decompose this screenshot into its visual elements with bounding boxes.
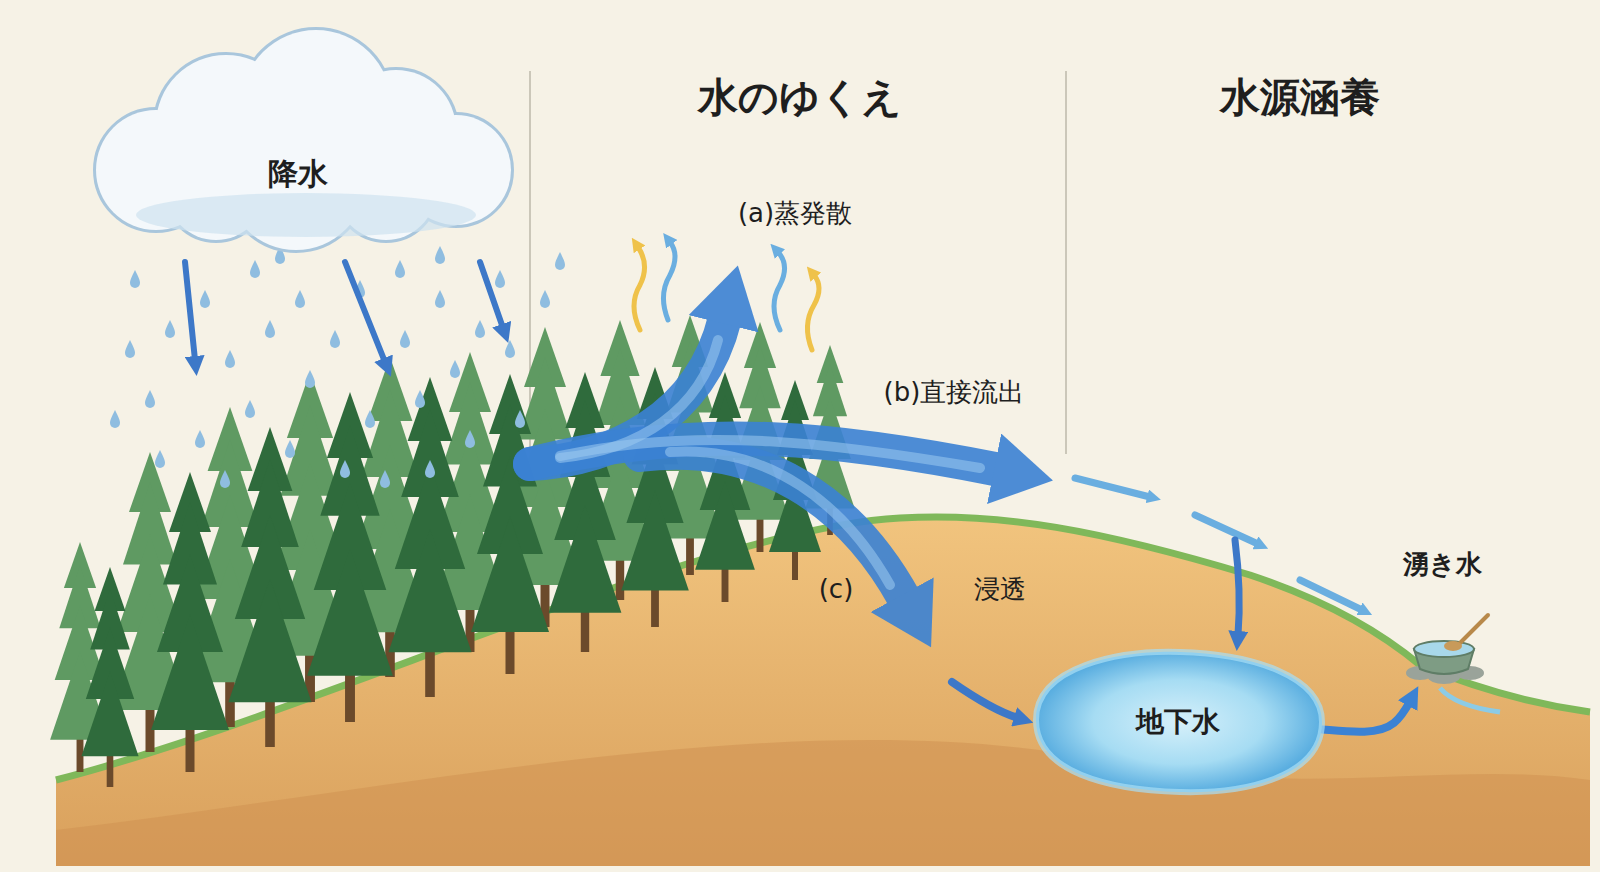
- illustration-part: [515, 410, 525, 428]
- illustration-part: [465, 430, 475, 448]
- illustration-part: [450, 360, 460, 378]
- cloud-shade: [136, 193, 476, 237]
- illustration-part: [634, 247, 645, 330]
- illustration-part: [505, 340, 515, 358]
- illustration-part: [185, 262, 195, 360]
- illustration-part: [151, 472, 229, 772]
- label-anchor: 水源涵養: [1220, 73, 1380, 121]
- illustration-part: [540, 290, 550, 308]
- illustration-part: [165, 320, 175, 338]
- illustration-part: [807, 275, 819, 350]
- spring-basin: 湧き水: [1390, 545, 1494, 685]
- illustration-part: [475, 320, 485, 338]
- illustration-part: [365, 410, 375, 428]
- forest: [50, 315, 855, 787]
- illustration-part: [774, 252, 785, 330]
- illustration-part: [670, 451, 890, 585]
- illustration-part: [495, 270, 505, 288]
- illustration-part: [195, 430, 205, 448]
- label-anchor: (a)蒸発散: [738, 198, 852, 229]
- illustration-part: [295, 290, 305, 308]
- illustration-part: [549, 372, 622, 652]
- illustration-part: [952, 682, 1018, 718]
- flow-label: 浸透: [974, 574, 1026, 605]
- basin-water: [1414, 641, 1474, 657]
- illustration-part: [285, 440, 295, 458]
- illustration-part: [663, 242, 675, 320]
- illustration-part: [471, 374, 549, 674]
- node-text: 湧き水: [1403, 549, 1482, 580]
- illustration-part: [130, 270, 140, 288]
- illustration-part: [380, 470, 390, 488]
- illustration-part: [56, 740, 1590, 866]
- flow-label: (a)蒸発散: [738, 198, 852, 229]
- ladle-cup: [1444, 641, 1462, 651]
- cloud-outline: [96, 30, 511, 250]
- illustration-part: [529, 71, 531, 454]
- section-heading: 水のゆくえ: [698, 73, 902, 121]
- illustration-part: [330, 330, 340, 348]
- rain: [110, 246, 565, 488]
- label-anchor: 浸透: [974, 574, 1026, 605]
- illustration-part: [425, 460, 435, 478]
- illustration-part: [400, 330, 410, 348]
- illustration-part: [1300, 580, 1362, 610]
- illustration-part: [125, 340, 135, 358]
- label-anchor: (c): [819, 574, 854, 605]
- section-heading: 水源涵養: [1220, 73, 1380, 121]
- label-anchor: 水のゆくえ: [698, 73, 902, 121]
- groundwater-pool: 地下水: [1030, 648, 1326, 796]
- illustration-part: [1440, 688, 1500, 712]
- illustration-part: [345, 262, 385, 362]
- cloud-shape: 降水: [66, 30, 530, 245]
- illustration-part: [555, 252, 565, 270]
- stone-basin: [1406, 615, 1488, 684]
- ladle-handle: [1458, 615, 1488, 645]
- node-text: 地下水: [1136, 705, 1220, 739]
- illustration-part: [81, 567, 138, 787]
- illustration-part: [245, 400, 255, 418]
- illustration-part: [265, 320, 275, 338]
- illustration-part: [50, 315, 855, 772]
- illustration-part: [340, 460, 350, 478]
- illustration-part: [110, 410, 120, 428]
- illustration-part: [415, 390, 425, 408]
- illustration-part: [435, 246, 445, 264]
- cloud-shape-outline: [66, 30, 530, 245]
- cloud-fill: [96, 30, 511, 250]
- illustration-part: [388, 377, 471, 697]
- illustration-part: [1195, 515, 1258, 544]
- flow-label: (c): [819, 574, 854, 605]
- illustration-part: [695, 372, 755, 602]
- illustration-part: [435, 290, 445, 308]
- illustration-part: [250, 260, 260, 278]
- illustration-part: [200, 290, 210, 308]
- node-text: 降水: [268, 156, 328, 192]
- illustration-part: [225, 350, 235, 368]
- illustration-part: [220, 470, 230, 488]
- label-anchor: (b)直接流出: [884, 377, 1025, 408]
- illustration-part: [305, 370, 315, 388]
- illustration-part: [145, 390, 155, 408]
- illustration-part: [480, 262, 503, 328]
- illustration-part: [1235, 540, 1239, 635]
- illustration-part: [395, 260, 405, 278]
- illustration-part: [307, 392, 393, 722]
- illustration-part: [185, 262, 503, 362]
- illustration-part: [228, 427, 311, 747]
- illustration-part: [155, 450, 165, 468]
- illustration-part: [1075, 478, 1150, 497]
- flow-label: (b)直接流出: [884, 377, 1025, 408]
- groundwater-shape: [1036, 652, 1322, 792]
- flow-connector: [1322, 696, 1413, 732]
- evapotranspiration-wisps: [634, 242, 819, 350]
- illustration-part: [1065, 71, 1067, 454]
